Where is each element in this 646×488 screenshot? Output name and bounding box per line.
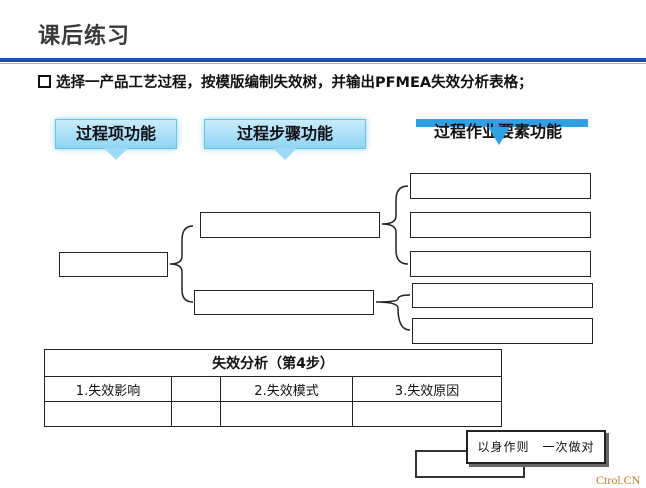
watermark: Ctrol.CN <box>596 473 641 487</box>
bracket-top <box>381 185 409 265</box>
callout-process-function-label: 过程项功能 <box>55 119 177 149</box>
motto-stamp: 以身作则 一次做对 <box>466 430 606 464</box>
column-failure-effect: 1.失效影响 <box>44 376 172 402</box>
table-cell <box>171 401 221 427</box>
tree-box-cause-4 <box>412 283 593 308</box>
callout-element-bar <box>416 119 588 127</box>
callout-element-function: 过程作业要素功能 <box>416 119 588 167</box>
table-row <box>44 401 502 427</box>
table-row: 1.失效影响 2.失效模式 3.失效原因 <box>44 376 502 402</box>
tree-box-cause-3 <box>410 251 591 277</box>
callout-step-function-label: 过程步骤功能 <box>204 119 366 149</box>
bracket-bottom <box>375 294 411 331</box>
tree-box-cause-5 <box>412 318 593 344</box>
down-arrow-icon <box>488 127 510 145</box>
column-blank <box>171 376 221 402</box>
title-underline <box>0 58 646 62</box>
callout-step-function: 过程步骤功能 <box>204 119 366 163</box>
callout-process-function: 过程项功能 <box>55 119 177 163</box>
failure-analysis-table: 失效分析（第4步） 1.失效影响 2.失效模式 3.失效原因 <box>44 349 502 427</box>
title-underline-thin <box>0 63 646 64</box>
slide-title: 课后练习 <box>38 24 131 49</box>
bracket-left <box>169 225 194 303</box>
tree-box-cause-2 <box>410 212 591 238</box>
table-header: 失效分析（第4步） <box>44 349 502 377</box>
tree-box-cause-1 <box>410 173 591 199</box>
table-cell <box>44 401 172 427</box>
column-failure-cause: 3.失效原因 <box>352 376 502 402</box>
tree-box-effect <box>59 252 168 277</box>
tree-box-mode-1 <box>200 212 380 238</box>
table-cell <box>220 401 353 427</box>
square-bullet-icon <box>38 75 51 88</box>
down-arrow-icon <box>273 148 297 160</box>
column-failure-mode: 2.失效模式 <box>220 376 353 402</box>
instruction-text: 选择一产品工艺过程，按模版编制失效树，并输出PFMEA失效分析表格； <box>56 75 533 91</box>
down-arrow-icon <box>104 148 128 160</box>
table-cell <box>352 401 502 427</box>
tree-box-mode-2 <box>194 290 374 315</box>
